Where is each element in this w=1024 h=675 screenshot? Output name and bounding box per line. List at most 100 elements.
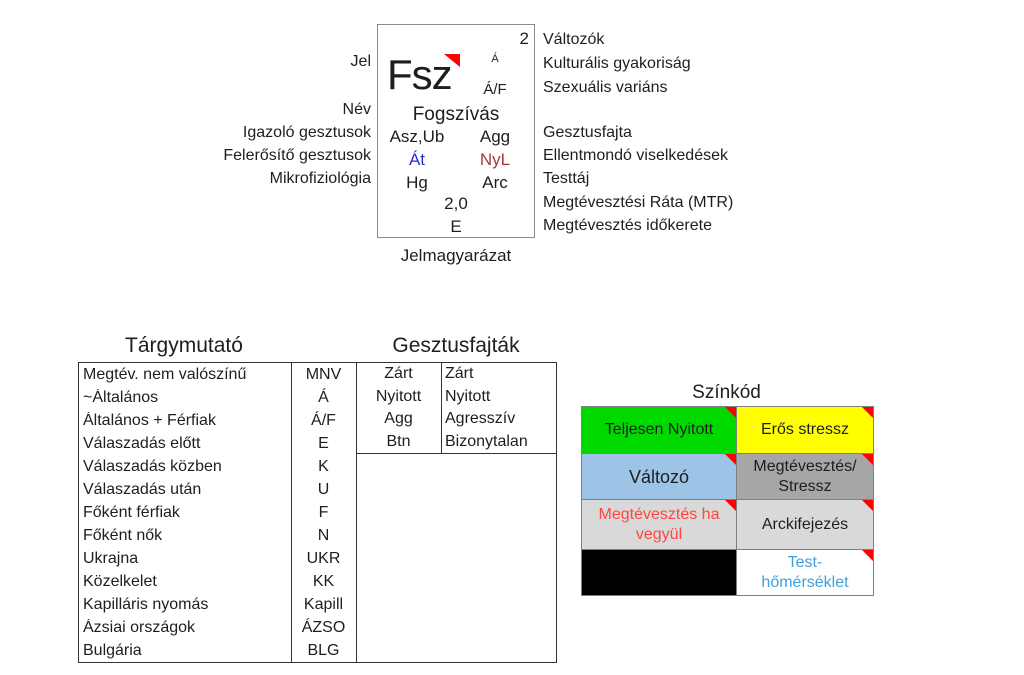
legend-sample-box: 2 Fsz Á Á/F Fogszívás Asz,Ub Agg Át NyL … — [377, 24, 535, 238]
legend-grid-row: Át NyL — [378, 148, 534, 171]
index-label: Megtév. nem valószínű — [83, 365, 247, 383]
red-corner-flag-icon — [862, 500, 873, 511]
symbol-text: Fsz — [387, 51, 453, 98]
legend-caption: Jelmagyarázat — [400, 246, 512, 265]
color-code-title: Színkód — [692, 382, 761, 403]
gesture-name: Fogszívás — [412, 104, 500, 125]
index-abbr: F — [318, 503, 329, 521]
table-divider — [356, 453, 556, 454]
gesture-meaning: Agresszív — [445, 410, 516, 428]
table-row: Zárt Zárt — [356, 363, 558, 386]
label-jel: Jel — [350, 53, 371, 70]
table-divider — [291, 363, 292, 662]
deception-rate-value: 2,0 — [444, 194, 468, 213]
table-row: Megtév. nem valószínű MNV — [79, 363, 356, 386]
index-table-title: Tárgymutató — [125, 334, 243, 357]
label-felerosito-gesztusok: Felerősítő gesztusok — [223, 147, 371, 164]
gesture-table-title: Gesztusfajták — [392, 334, 520, 357]
color-cell-teljesen-nyitott: Teljesen Nyitott — [582, 407, 736, 453]
gesture-type-value: Agg — [479, 126, 511, 146]
red-corner-flag-icon — [725, 407, 736, 418]
index-label: ~Általános — [83, 388, 159, 406]
index-rows: Megtév. nem valószínű MNV ~Általános Á Ált… — [79, 363, 356, 662]
table-row: Ukrajna UKR — [79, 547, 356, 570]
table-row: Főként nők N — [79, 524, 356, 547]
gesture-meaning: Bizonytalan — [445, 432, 528, 450]
legend-grid-row: Hg Arc — [378, 171, 534, 194]
color-cell-label: Teljesen Nyitott — [604, 421, 714, 438]
index-abbr: N — [317, 526, 330, 544]
color-cell-eros-stressz: Erős stressz — [737, 407, 873, 453]
color-cell-megtevesztes-stressz: Megtévesztés/ Stressz — [737, 454, 873, 499]
index-label: Válaszadás közben — [83, 457, 222, 475]
color-cell-valtozo: Változó — [582, 454, 736, 499]
label-mikrofiziologia: Mikrofiziológia — [269, 170, 371, 187]
index-label: Általános + Férfiak — [83, 411, 216, 429]
color-cell-arckifejezes: Arckifejezés — [737, 500, 873, 549]
index-abbr: U — [317, 480, 330, 498]
table-row: Btn Bizonytalan — [356, 431, 558, 454]
gesture-abbr: Nyitott — [375, 387, 422, 405]
color-code-table: Teljesen Nyitott Erős stressz Változó Me… — [581, 406, 874, 596]
color-cell-label: Erős stressz — [760, 421, 849, 438]
index-label: Válaszadás után — [83, 480, 202, 498]
gesture-abbr: Btn — [386, 432, 411, 450]
red-corner-flag-icon — [862, 407, 873, 418]
label-megtevesztes-idokerete: Megtévesztés időkerete — [543, 217, 712, 234]
index-abbr: Á — [318, 388, 329, 406]
color-cell-black — [582, 550, 736, 595]
table-divider — [441, 363, 442, 453]
gesture-meaning: Nyitott — [445, 387, 491, 405]
table-divider — [356, 363, 357, 662]
red-corner-flag-icon — [725, 454, 736, 465]
red-corner-flag-icon — [862, 550, 873, 561]
label-testtaj: Testtáj — [543, 170, 590, 187]
index-label: Főként nők — [83, 526, 163, 544]
color-cell-label: Arckifejezés — [761, 515, 849, 533]
label-igazolo-gesztusok: Igazoló gesztusok — [242, 124, 371, 141]
table-row: Nyitott Nyitott — [356, 386, 558, 409]
index-label: Bulgária — [83, 641, 142, 659]
color-cell-label: Változó — [628, 466, 690, 487]
legend-grid: Asz,Ub Agg Át NyL Hg Arc — [378, 125, 534, 194]
confirming-gestures-value: Asz,Ub — [389, 126, 445, 146]
index-abbr: MNV — [305, 365, 342, 383]
index-label: Főként férfiak — [83, 503, 180, 521]
index-label: Kapilláris nyomás — [83, 595, 209, 613]
index-abbr: E — [318, 434, 329, 452]
legend-grid-row: Asz,Ub Agg — [378, 125, 534, 148]
table-row: Válaszadás után U — [79, 478, 356, 501]
table-row: Kapilláris nyomás Kapill — [79, 593, 356, 616]
variables-count: 2 — [519, 29, 529, 48]
table-row: Általános + Férfiak Á/F — [79, 409, 356, 432]
microphysiology-value: Hg — [406, 172, 428, 192]
red-corner-flag-icon — [862, 454, 873, 465]
label-megtevesztesi-rata: Megtévesztési Ráta (MTR) — [543, 194, 734, 211]
index-abbr: KK — [312, 572, 335, 590]
table-row: Főként férfiak F — [79, 501, 356, 524]
index-abbr: BLG — [307, 641, 340, 659]
color-cell-label: Test- hőmérséklet — [761, 553, 849, 591]
cultural-frequency-value: Á — [491, 53, 499, 65]
gesture-meaning: Zárt — [445, 365, 474, 383]
label-valtozok: Változók — [543, 31, 605, 48]
index-table: Megtév. nem valószínű MNV ~Általános Á Ált… — [78, 362, 557, 663]
index-abbr: Kapill — [303, 595, 344, 613]
table-row: Bulgária BLG — [79, 639, 356, 662]
label-gesztusfajta: Gesztusfajta — [543, 124, 632, 141]
index-label: Ukrajna — [83, 549, 139, 567]
index-abbr: Á/F — [311, 411, 336, 429]
color-cell-testhomerseklet: Test- hőmérséklet — [737, 550, 873, 595]
gesture-abbr: Zárt — [384, 365, 413, 383]
red-corner-flag-icon — [444, 54, 460, 67]
body-area-value: Arc — [482, 172, 508, 192]
amplifying-gestures-value: Át — [408, 149, 426, 169]
index-abbr: UKR — [306, 549, 341, 567]
table-row: ~Általános Á — [79, 386, 356, 409]
